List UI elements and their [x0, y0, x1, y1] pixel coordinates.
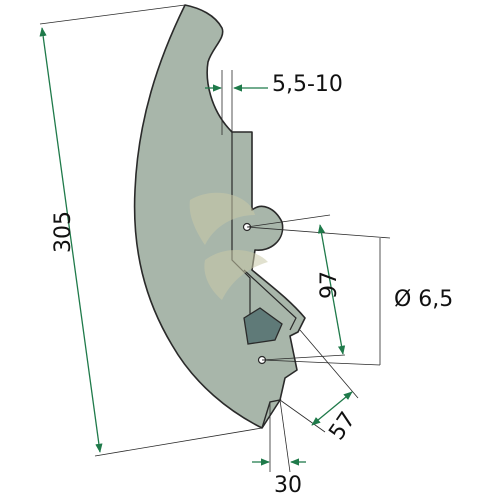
offset-dimension-line: [311, 391, 353, 426]
hole-diameter-label: Ø 6,5: [394, 287, 453, 312]
cutout-window: [243, 307, 283, 345]
height-dimension-line: [39, 27, 103, 453]
watermark-logo: [189, 192, 268, 300]
hole-spacing-label: 97: [317, 271, 342, 299]
edge-line-2: [243, 269, 297, 331]
knife-tip: [261, 398, 282, 429]
thickness-label: 5,5-10: [272, 72, 343, 97]
bottom-width-label: 30: [274, 473, 302, 498]
spacing-dimension-line: [317, 224, 346, 355]
offset-label: 57: [324, 408, 361, 445]
dimension-lines: [39, 27, 353, 466]
height-label: 305: [51, 211, 76, 253]
